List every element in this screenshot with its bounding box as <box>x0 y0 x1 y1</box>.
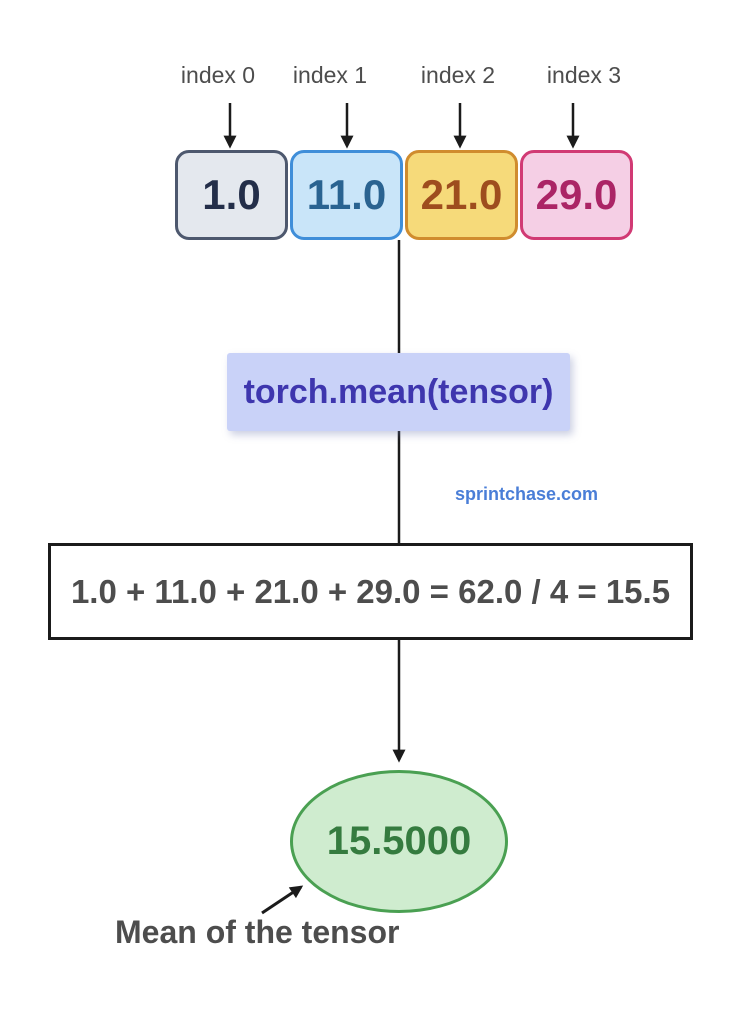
result-ellipse: 15.5000 <box>290 770 508 913</box>
function-box: torch.mean(tensor) <box>227 353 570 431</box>
tensor-cell-1: 11.0 <box>290 150 403 240</box>
result-caption: Mean of the tensor <box>115 914 400 950</box>
watermark-text: sprintchase.com <box>455 484 599 504</box>
tensor-cell-3: 29.0 <box>520 150 633 240</box>
caption-arrow <box>261 885 304 915</box>
tensor-cell-0: 1.0 <box>175 150 288 240</box>
calculation-box: 1.0 + 11.0 + 21.0 + 29.0 = 62.0 / 4 = 15… <box>48 543 693 640</box>
index-label-0: index 0 <box>180 62 256 88</box>
index-label-3: index 3 <box>546 62 622 88</box>
index-label-1: index 1 <box>292 62 368 88</box>
index-label-2: index 2 <box>420 62 496 88</box>
tensor-cell-2: 21.0 <box>405 150 518 240</box>
